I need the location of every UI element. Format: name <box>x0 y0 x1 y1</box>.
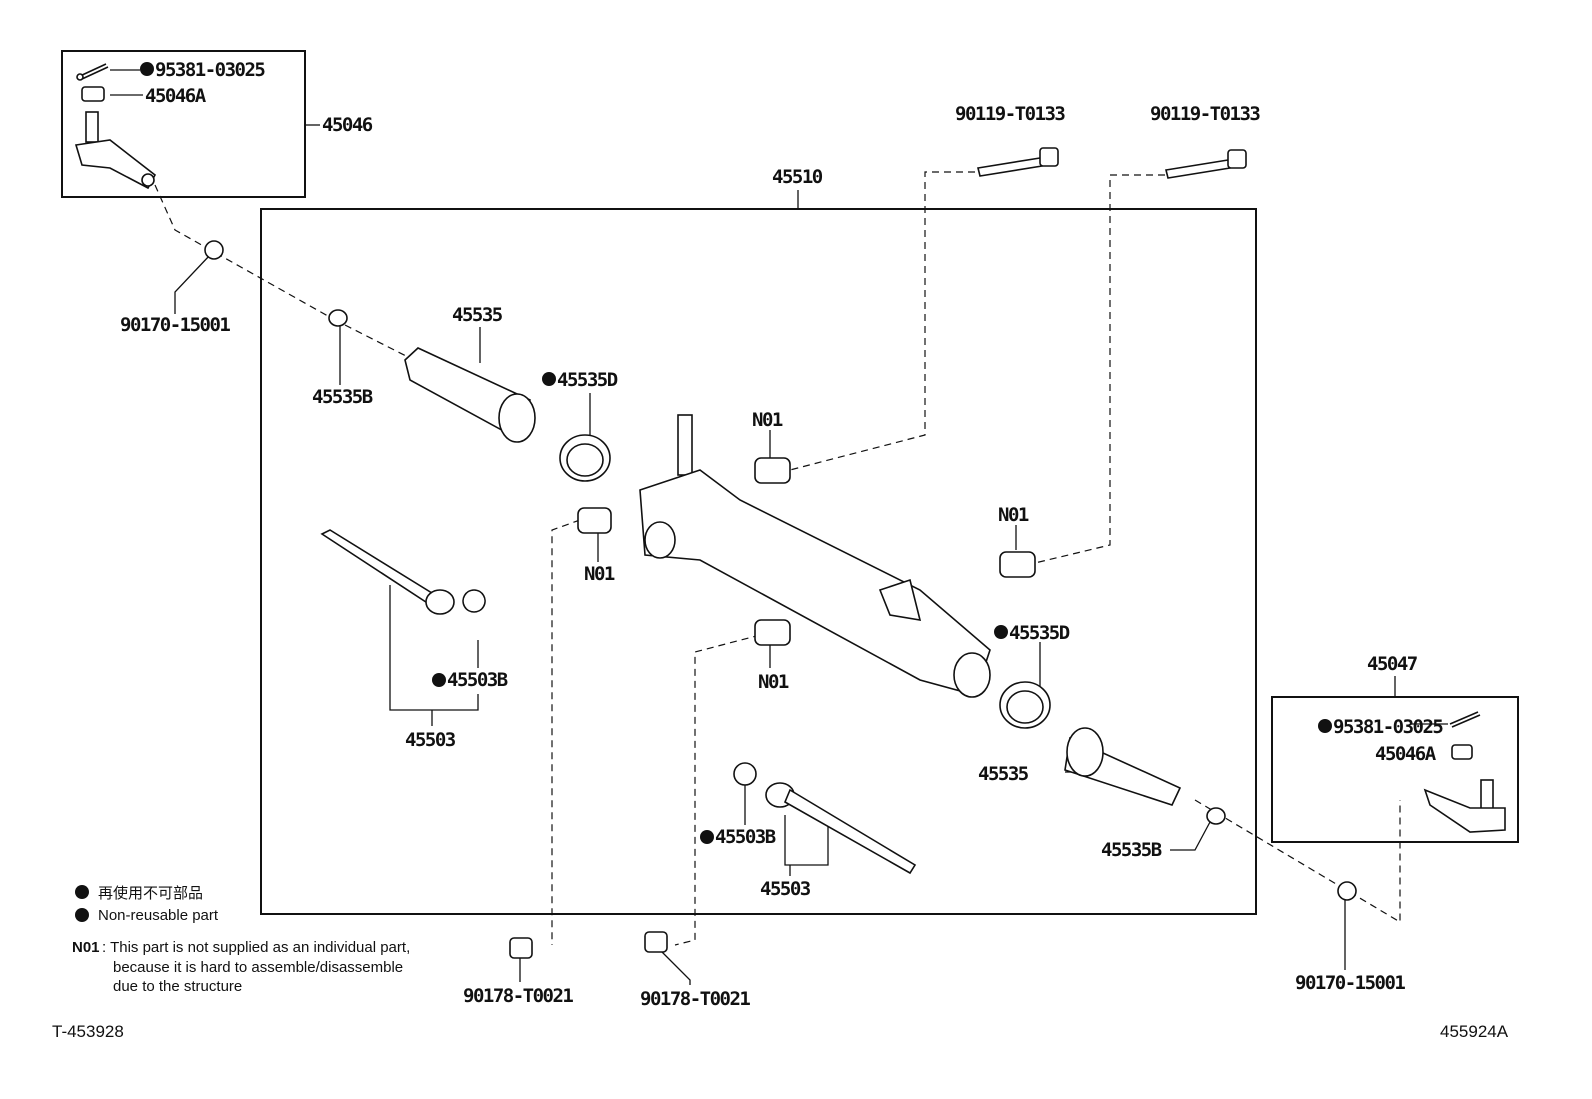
label-left-nut[interactable]: 45046A <box>145 85 208 107</box>
left-cotter-pin-icon <box>76 63 109 81</box>
label-right-boot-clamp[interactable]: 45535D <box>1009 622 1071 644</box>
label-right-washer[interactable]: 90170-15001 <box>1295 972 1407 994</box>
nut-icons <box>509 931 668 959</box>
right-nut-icon <box>1451 744 1473 760</box>
left-nut-icon <box>81 86 105 102</box>
label-n01-left[interactable]: N01 <box>584 563 616 585</box>
right-cotter-pin-icon <box>1449 711 1481 728</box>
left-boot-icon <box>404 347 536 443</box>
illustration-code-right: 455924A <box>1440 1022 1509 1041</box>
bolt-icons <box>977 147 1247 179</box>
label-right-nut[interactable]: 45046A <box>1375 743 1438 765</box>
n01-bushing-icons <box>577 457 1036 646</box>
label-nut-2[interactable]: 90178-T0021 <box>640 988 752 1010</box>
left-washer-icon <box>204 240 224 260</box>
label-right-cotter-pin[interactable]: 95381-03025 <box>1333 716 1445 738</box>
label-n01-right[interactable]: N01 <box>998 504 1030 526</box>
label-right-boot[interactable]: 45535 <box>978 763 1030 785</box>
label-n01-lower[interactable]: N01 <box>758 671 790 693</box>
label-left-boot-clip[interactable]: 45535B <box>312 386 374 408</box>
label-right-rack-end[interactable]: 45503 <box>760 878 812 900</box>
legend-n01-code: N01 <box>72 939 100 956</box>
label-left-tie-rod-end[interactable]: 45046 <box>322 114 374 136</box>
left-tie-rod-end-box <box>61 50 306 198</box>
label-bolt-1[interactable]: 90119-T0133 <box>955 103 1067 125</box>
left-boot-clip-icon <box>328 309 348 327</box>
legend-non-reusable-jp: 再使用不可部品 <box>98 885 203 902</box>
illustration-code-left: T-453928 <box>52 1022 124 1041</box>
label-right-lock-washer[interactable]: 45503B <box>715 826 777 848</box>
label-left-rack-end[interactable]: 45503 <box>405 729 457 751</box>
right-tie-rod-end-icon <box>1423 779 1506 833</box>
legend-non-reusable-en: Non-reusable part <box>98 907 219 924</box>
label-nut-1[interactable]: 90178-T0021 <box>463 985 575 1007</box>
legend-n01-line3: due to the structure <box>113 978 242 995</box>
steering-rack-housing-icon <box>639 414 991 698</box>
label-left-boot[interactable]: 45535 <box>452 304 504 326</box>
left-tie-rod-end-icon <box>74 111 157 190</box>
label-rack-assembly[interactable]: 45510 <box>772 166 824 188</box>
legend-n01-line1: : This part is not supplied as an indivi… <box>102 939 410 956</box>
right-rack-end-icon <box>733 762 917 875</box>
label-right-boot-clip[interactable]: 45535B <box>1101 839 1163 861</box>
left-boot-clamp-icon <box>559 434 611 482</box>
label-left-lock-washer[interactable]: 45503B <box>447 669 509 691</box>
right-boot-icon <box>1064 727 1182 806</box>
rack-assembly-box <box>260 208 1257 915</box>
right-washer-icon <box>1337 881 1357 901</box>
label-n01-upper[interactable]: N01 <box>752 409 784 431</box>
label-right-tie-rod-end[interactable]: 45047 <box>1367 653 1419 675</box>
label-bolt-2[interactable]: 90119-T0133 <box>1150 103 1262 125</box>
left-rack-end-icon <box>320 529 486 615</box>
right-boot-clamp-icon <box>999 681 1051 729</box>
label-left-boot-clamp[interactable]: 45535D <box>557 369 619 391</box>
legend-n01-line2: because it is hard to assemble/disassemb… <box>113 959 403 976</box>
non-reusable-markers <box>75 62 1332 922</box>
right-boot-clip-icon <box>1206 807 1226 825</box>
label-left-washer[interactable]: 90170-15001 <box>120 314 232 336</box>
label-left-cotter-pin[interactable]: 95381-03025 <box>155 59 267 81</box>
